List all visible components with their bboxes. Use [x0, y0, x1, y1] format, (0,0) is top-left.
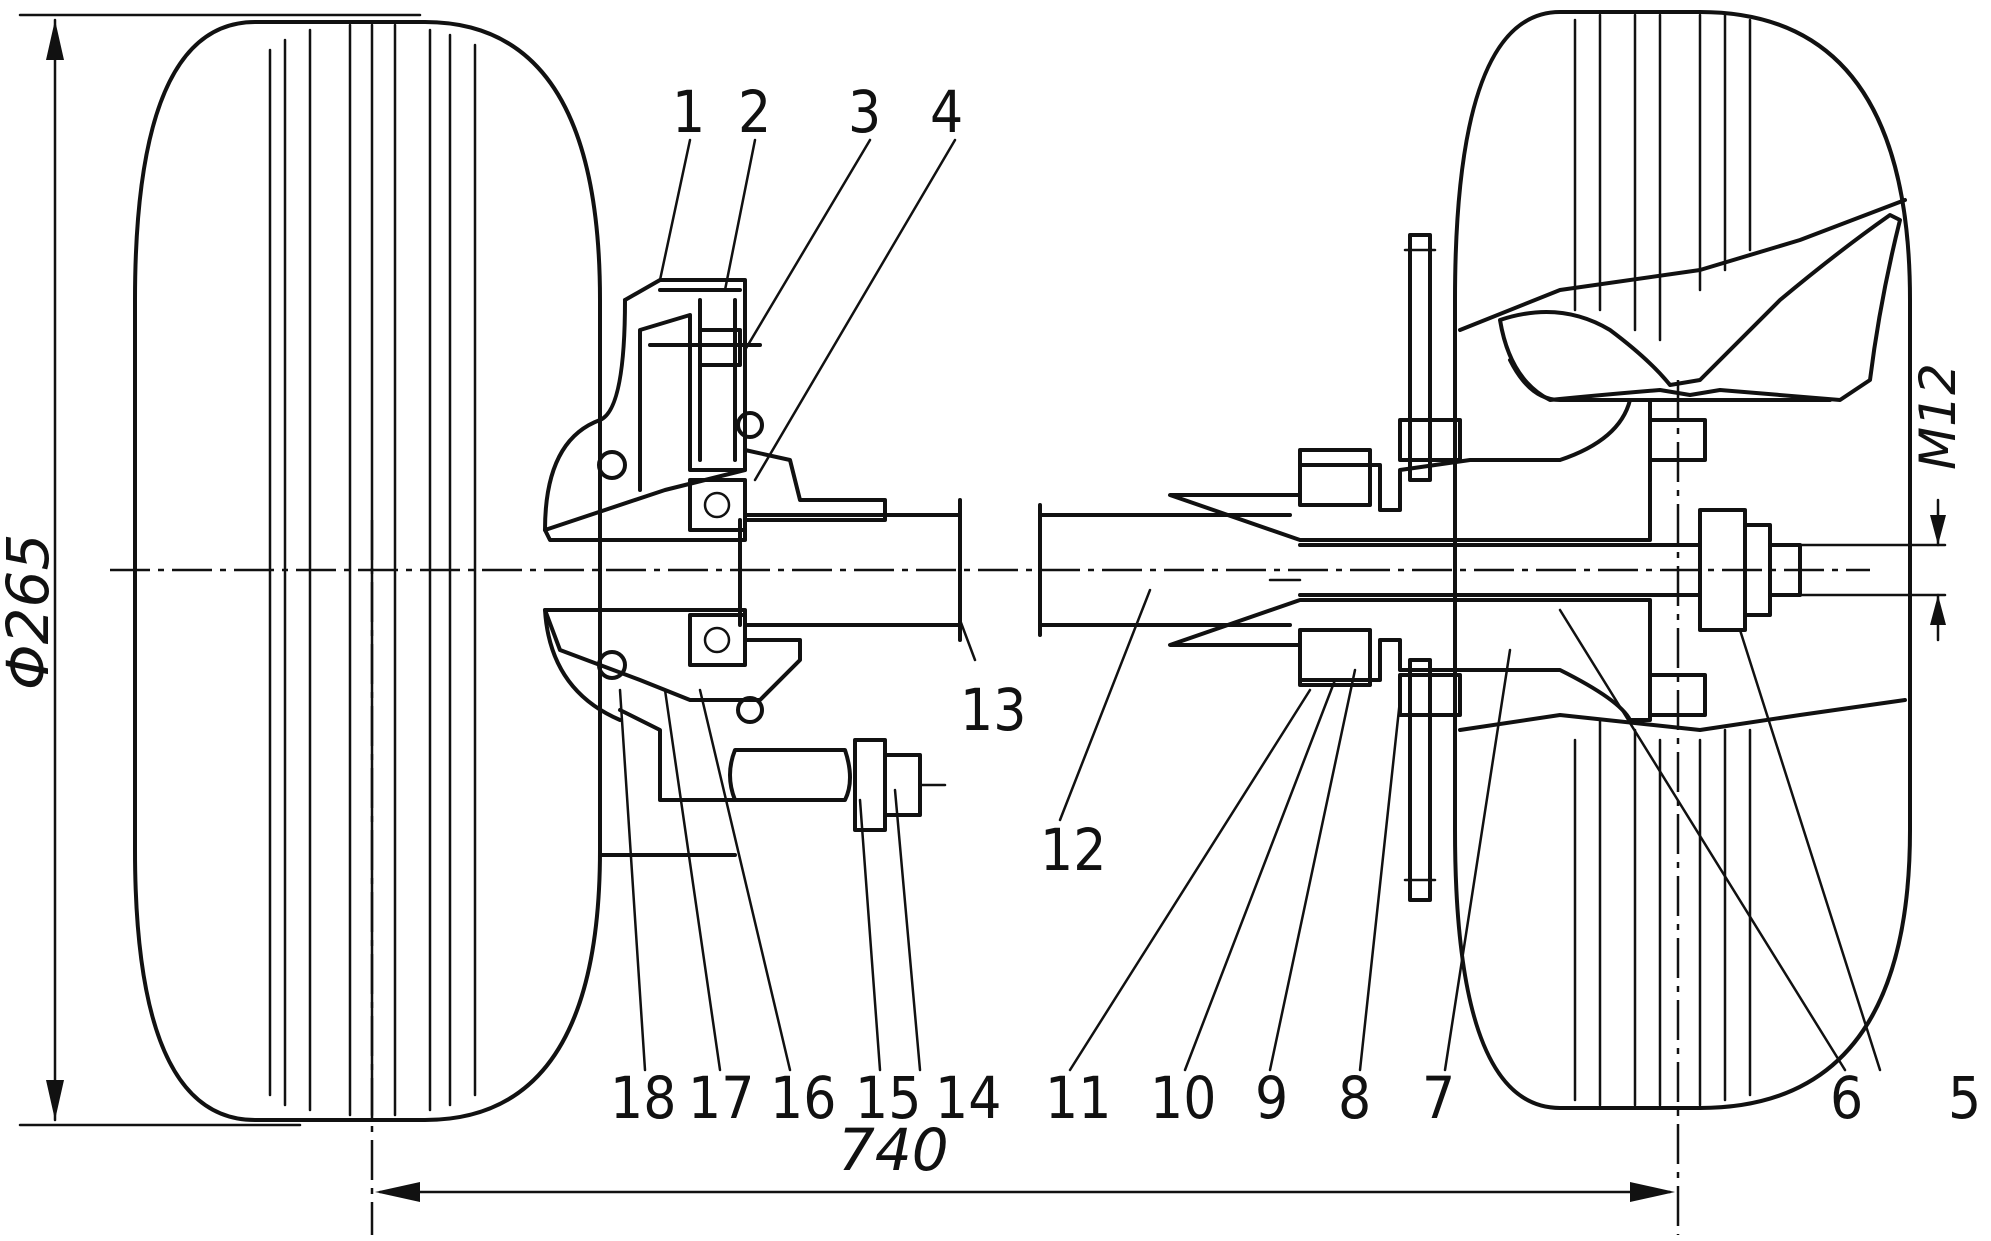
dimension-thread: [1796, 498, 1947, 642]
track-label: 740: [838, 1116, 949, 1184]
part-labels: 1 2 3 4 13 12 18 17 16 15 14 11 10 9 8 7…: [610, 78, 1981, 1132]
part-label-16: 16: [770, 1064, 836, 1132]
right-wheel: [1453, 10, 1912, 1110]
left-hub: [543, 278, 962, 857]
diameter-label: Φ265: [0, 534, 62, 690]
part-label-7: 7: [1422, 1064, 1455, 1132]
part-label-2: 2: [738, 78, 771, 146]
part-label-9: 9: [1255, 1064, 1288, 1132]
leader-lines: [618, 138, 1882, 1072]
part-label-14: 14: [935, 1064, 1001, 1132]
dimension-track: [375, 1182, 1675, 1202]
part-label-3: 3: [848, 78, 881, 146]
axle-tube: [1038, 503, 1292, 637]
part-label-12: 12: [1040, 816, 1106, 884]
part-label-17: 17: [688, 1064, 754, 1132]
part-label-4: 4: [930, 78, 963, 146]
right-hub: [1168, 233, 1802, 902]
part-label-15: 15: [855, 1064, 921, 1132]
part-label-1: 1: [672, 78, 705, 146]
part-label-10: 10: [1150, 1064, 1216, 1132]
thread-label: M12: [1909, 363, 1967, 470]
part-label-5: 5: [1948, 1064, 1981, 1132]
part-label-6: 6: [1830, 1064, 1863, 1132]
part-label-13: 13: [960, 676, 1026, 744]
part-label-11: 11: [1045, 1064, 1111, 1132]
part-label-18: 18: [610, 1064, 676, 1132]
part-label-8: 8: [1338, 1064, 1371, 1132]
dimension-diameter: [18, 13, 422, 1127]
